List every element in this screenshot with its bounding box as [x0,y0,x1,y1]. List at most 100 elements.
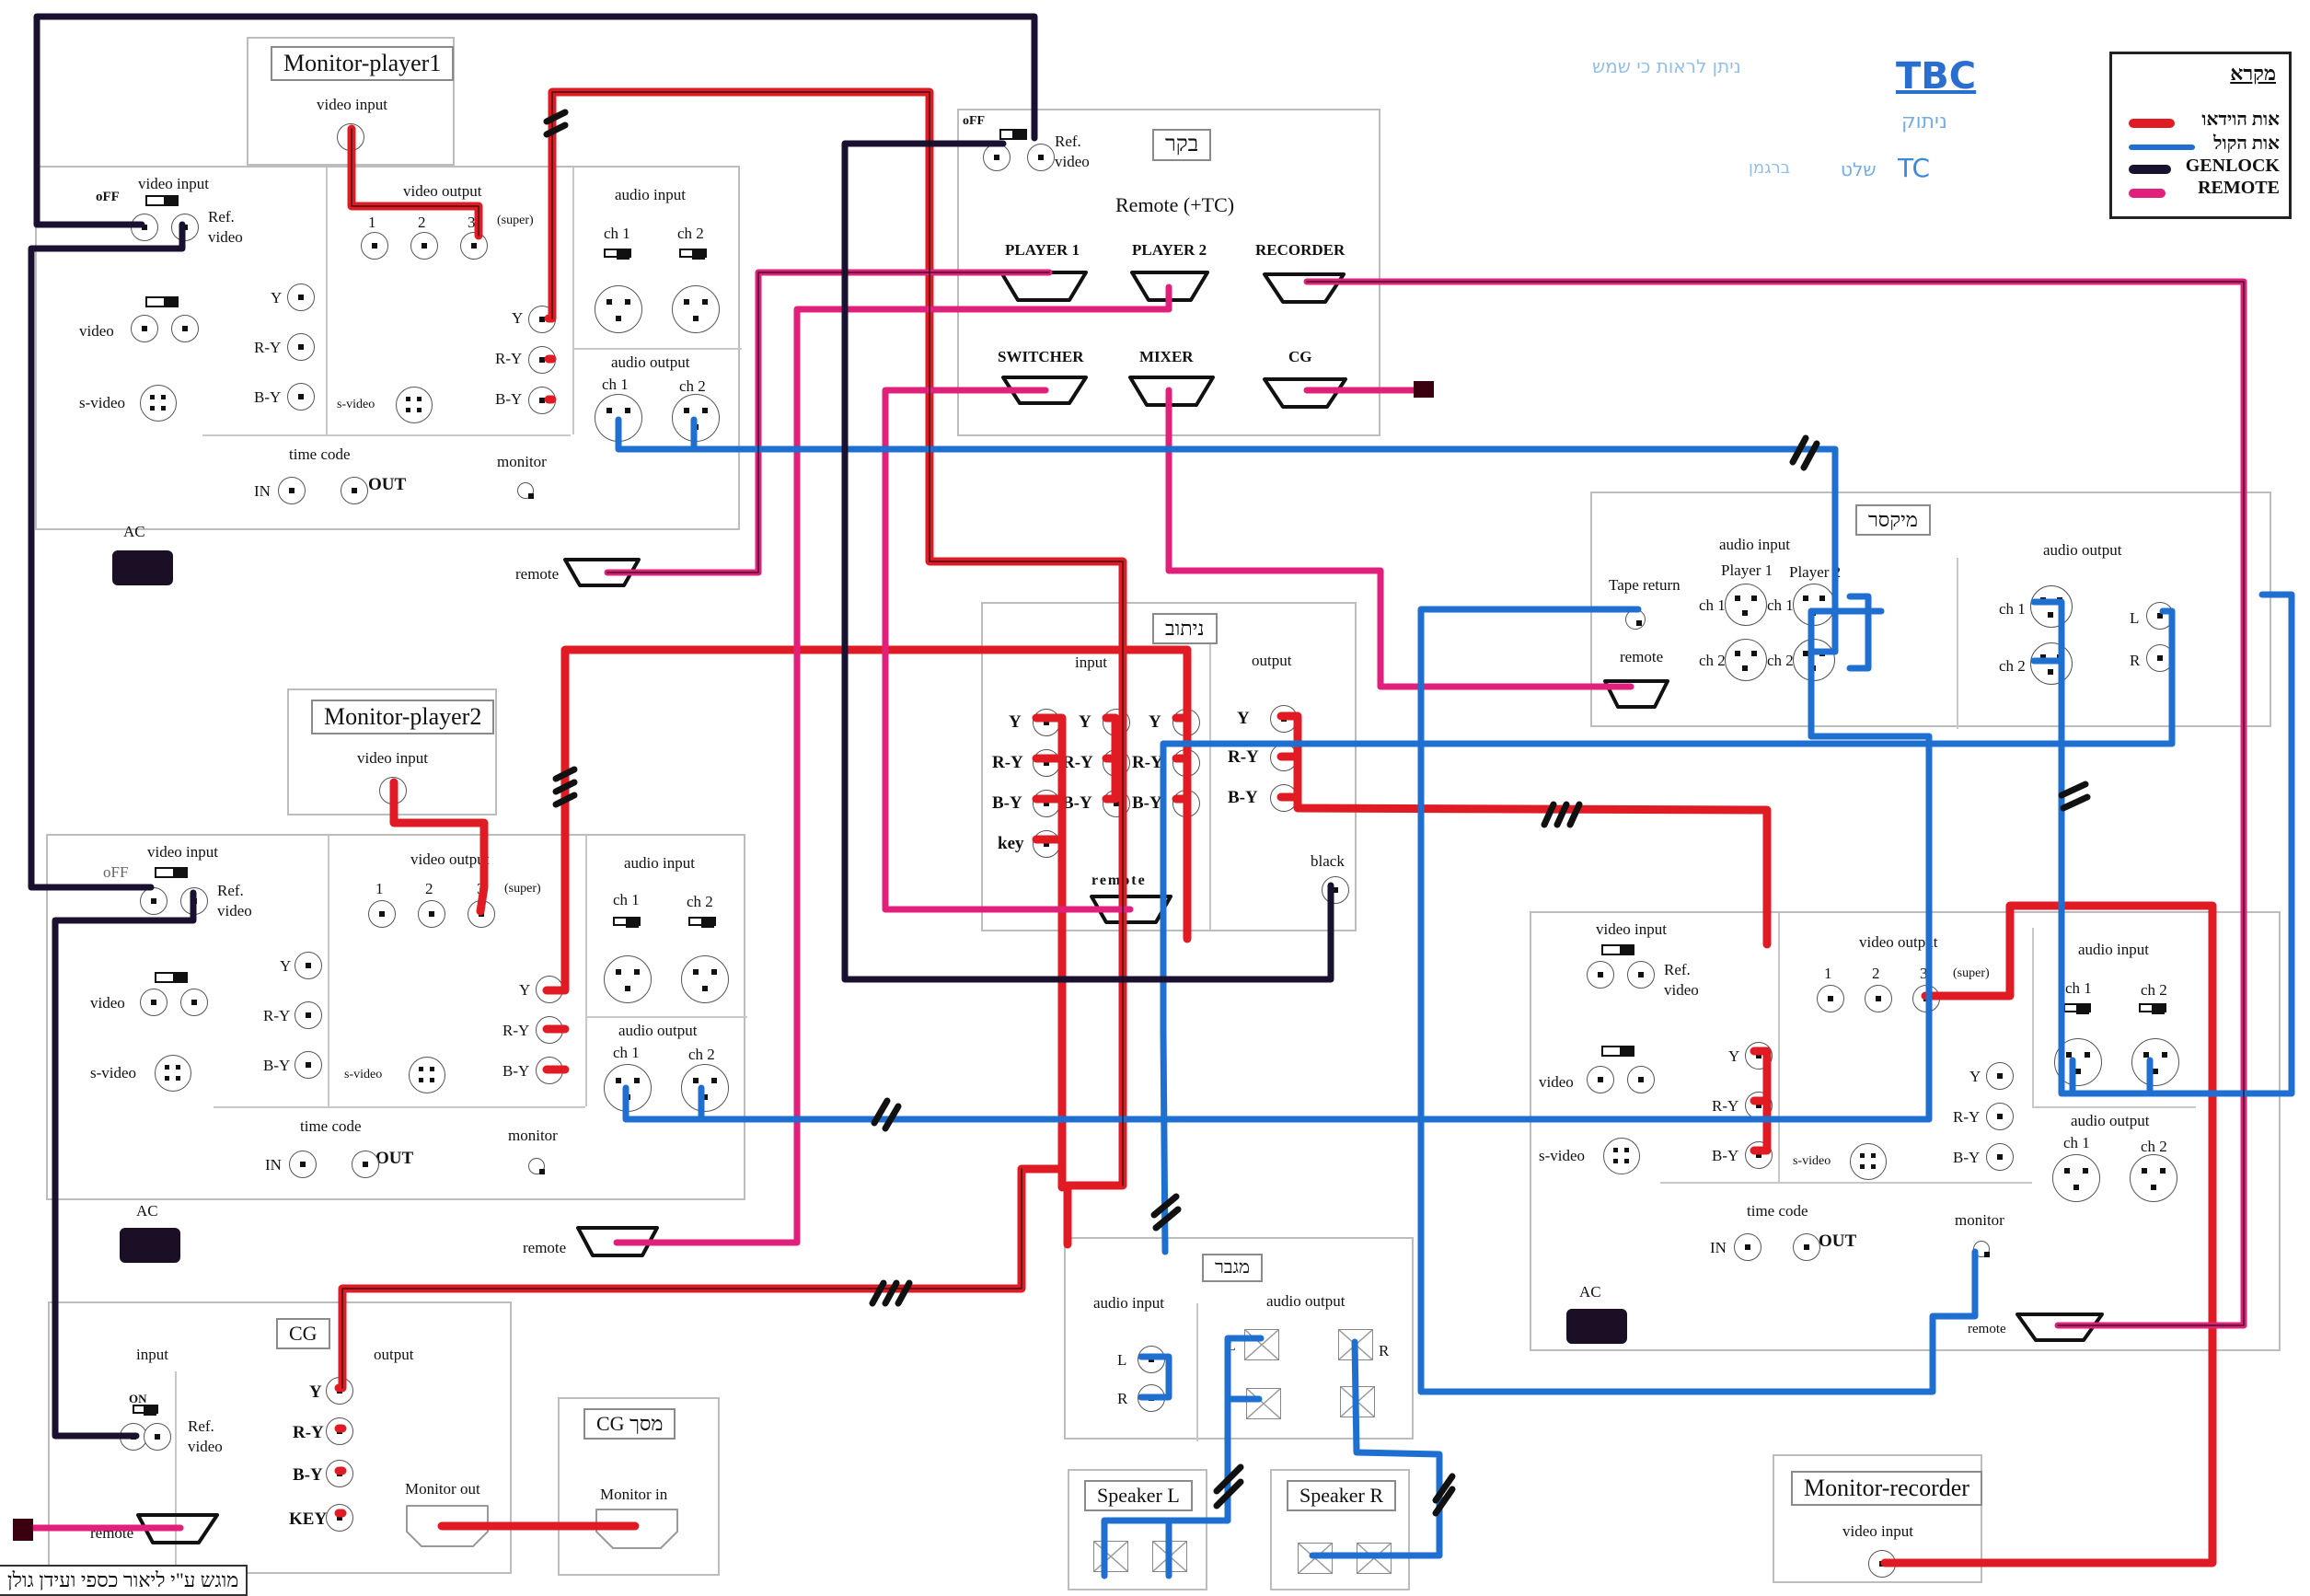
by-in-jack[interactable] [1745,1141,1773,1169]
s-video-out-jack[interactable] [396,387,433,423]
mixer-out-ch1-xlr[interactable] [2030,585,2073,628]
ch1-toggle[interactable] [604,249,631,260]
input3-by-jack[interactable] [1172,790,1200,817]
video-out-1-jack[interactable] [368,900,396,928]
video-out-1-jack[interactable] [361,232,388,260]
monitor-player2-video-input-jack[interactable] [379,777,407,804]
ch2-toggle[interactable] [679,249,707,260]
by-out-jack[interactable] [528,387,556,414]
ref-toggle[interactable] [155,867,188,878]
tc-in-jack[interactable] [278,477,306,504]
video-out-3-jack[interactable] [468,900,495,928]
amp-in-l-jack[interactable] [1138,1346,1165,1373]
monitor-jack[interactable] [517,482,534,499]
by-out-jack[interactable] [536,1057,563,1084]
amp-out-r-terminal-2[interactable] [1340,1386,1375,1417]
amp-out-l-terminal-1[interactable] [1244,1329,1279,1360]
ry-in-jack[interactable] [295,1001,322,1029]
audio-out-ch2-xlr[interactable] [2130,1154,2177,1202]
audio-in-ch1-xlr[interactable] [604,955,652,1003]
video-toggle[interactable] [155,972,188,983]
tc-out-jack[interactable] [352,1151,379,1178]
mixer-p2-ch1-xlr[interactable] [1793,584,1835,626]
speaker-r-terminal-1[interactable] [1298,1543,1333,1574]
audio-in-ch2-xlr[interactable] [672,285,720,333]
mixer-out-l-jack[interactable] [2146,602,2174,630]
audio-in-ch1-xlr[interactable] [2054,1038,2102,1086]
ry-out-jack[interactable] [536,1016,563,1044]
amp-out-l-terminal-2[interactable] [1246,1388,1281,1419]
video-out-3-jack[interactable] [1912,985,1940,1012]
s-video-in-jack[interactable] [155,1055,191,1092]
by-in-jack[interactable] [287,383,315,411]
ref-jack-in[interactable] [140,887,167,915]
controller-ref-jack-in[interactable] [983,144,1011,171]
video-out-3-jack[interactable] [460,232,488,260]
video-toggle[interactable] [1601,1046,1634,1057]
input-key-jack[interactable] [1033,830,1060,858]
video-out-1-jack[interactable] [1817,985,1844,1012]
output-y-jack[interactable] [1270,705,1298,733]
s-video-in-jack[interactable] [1603,1138,1640,1174]
mixer-p1-ch2-xlr[interactable] [1725,639,1767,681]
controller-ref-toggle[interactable] [999,129,1027,140]
cg-out-by-jack[interactable] [326,1460,353,1487]
input2-ry-jack[interactable] [1103,749,1130,777]
input3-ry-jack[interactable] [1172,749,1200,777]
input2-y-jack[interactable] [1103,709,1130,736]
monitor-player1-video-input-jack[interactable] [337,123,364,151]
by-in-jack[interactable] [295,1051,322,1079]
monitor-recorder-video-input-jack[interactable] [1868,1550,1896,1578]
video-out-2-jack[interactable] [418,900,445,928]
ref-toggle[interactable] [145,195,179,206]
mixer-out-ch2-xlr[interactable] [2030,642,2073,685]
audio-in-ch1-xlr[interactable] [595,285,642,333]
cg-out-ry-jack[interactable] [326,1417,353,1445]
audio-out-ch1-xlr[interactable] [604,1064,652,1112]
audio-out-ch1-xlr[interactable] [2052,1154,2100,1202]
ch1-toggle[interactable] [2063,1003,2091,1014]
video-jack-1[interactable] [140,989,167,1016]
ref-jack-out[interactable] [1627,961,1655,989]
input3-y-jack[interactable] [1172,709,1200,736]
by-out-jack[interactable] [1986,1143,2014,1171]
speaker-l-terminal-1[interactable] [1093,1541,1128,1572]
ry-out-jack[interactable] [528,346,556,374]
monitor-jack[interactable] [1973,1241,1990,1257]
mixer-out-r-jack[interactable] [2146,644,2174,672]
amp-out-r-terminal-1[interactable] [1338,1329,1373,1360]
monitor-jack[interactable] [528,1158,545,1174]
ry-in-jack[interactable] [287,333,315,361]
cg-out-key-jack[interactable] [326,1504,353,1532]
y-in-jack[interactable] [295,952,322,979]
y-out-jack[interactable] [1986,1062,2014,1090]
tape-return-jack[interactable] [1625,609,1646,630]
input2-by-jack[interactable] [1103,790,1130,817]
amp-in-r-jack[interactable] [1138,1384,1165,1412]
video-jack-1[interactable] [1587,1066,1614,1093]
output-by-jack[interactable] [1270,784,1298,812]
tc-out-jack[interactable] [1793,1233,1820,1261]
tc-in-jack[interactable] [1734,1233,1761,1261]
speaker-l-terminal-2[interactable] [1152,1541,1187,1572]
ref-toggle[interactable] [1601,944,1634,955]
audio-out-ch2-xlr[interactable] [672,394,720,442]
ref-jack-in[interactable] [1587,961,1614,989]
video-toggle[interactable] [145,296,179,307]
y-in-jack[interactable] [287,283,315,311]
output-ry-jack[interactable] [1270,744,1298,771]
ry-out-jack[interactable] [1986,1103,2014,1130]
y-in-jack[interactable] [1745,1042,1773,1070]
tc-in-jack[interactable] [289,1151,317,1178]
video-out-2-jack[interactable] [410,232,438,260]
y-out-jack[interactable] [528,306,556,333]
cg-ref-jack-out[interactable] [144,1423,171,1451]
ref-jack-in[interactable] [131,214,158,241]
ch1-toggle[interactable] [613,917,641,928]
ry-in-jack[interactable] [1745,1092,1773,1119]
video-jack-2[interactable] [1627,1066,1655,1093]
ref-toggle[interactable] [133,1405,158,1416]
s-video-out-jack[interactable] [409,1057,445,1093]
input1-ry-jack[interactable] [1033,749,1060,777]
ch2-toggle[interactable] [688,917,716,928]
